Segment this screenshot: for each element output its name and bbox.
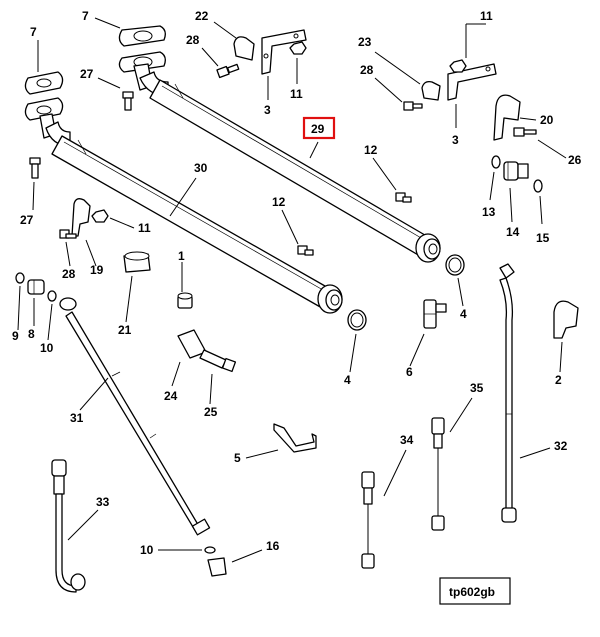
- callout-14: 14: [506, 225, 520, 239]
- spacer-1: [177, 292, 193, 309]
- callout-3a: 3: [264, 103, 271, 117]
- bolt-27a: [122, 91, 134, 111]
- clamp-23: [421, 80, 441, 101]
- bolt-28b: [403, 101, 423, 111]
- bolt-28c: [59, 229, 77, 239]
- callout-6: 6: [406, 365, 413, 379]
- bolt-25: [199, 349, 237, 373]
- callout-20: 20: [540, 113, 554, 127]
- o-ring-15: [533, 179, 543, 193]
- callout-2: 2: [555, 373, 562, 387]
- callout-15: 15: [536, 231, 550, 245]
- nut-11c: [91, 209, 109, 223]
- callout-9: 9: [12, 329, 19, 343]
- bracket-20: [493, 94, 521, 141]
- figure-code: tp602gb: [449, 585, 495, 599]
- hose-31: [59, 297, 211, 536]
- callout-3b: 3: [452, 133, 459, 147]
- fitting-6: [423, 299, 447, 329]
- callout-28a: 28: [186, 33, 200, 47]
- fitting-35: [431, 417, 445, 531]
- callout-16: 16: [266, 539, 280, 553]
- callout-10b: 10: [140, 543, 154, 557]
- nut-21: [123, 251, 151, 273]
- callout-33: 33: [96, 495, 110, 509]
- screw-12a: [395, 192, 412, 203]
- callout-30: 30: [194, 161, 208, 175]
- callout-24: 24: [164, 389, 178, 403]
- callout-25: 25: [204, 405, 218, 419]
- callout-labels: 7 7 22 28 11 3 27 11 23 28 3 20 26 29 12…: [12, 9, 582, 557]
- o-ring-10a: [47, 290, 57, 302]
- bolt-28a: [216, 63, 240, 79]
- callout-8: 8: [28, 327, 35, 341]
- upper-tube-29: [118, 25, 465, 276]
- o-ring-9: [15, 272, 25, 284]
- callout-34: 34: [400, 433, 414, 447]
- fitting-14: [503, 161, 529, 181]
- highlight-box-29: [302, 116, 336, 140]
- fitting-34: [361, 471, 375, 569]
- callout-28c: 28: [62, 267, 76, 281]
- bolt-27b: [29, 157, 41, 179]
- callout-35: 35: [470, 381, 484, 395]
- nut-11a: [289, 41, 307, 55]
- callout-21: 21: [118, 323, 132, 337]
- callout-12b: 12: [272, 195, 286, 209]
- callout-32: 32: [554, 439, 568, 453]
- callout-19: 19: [90, 263, 104, 277]
- o-ring-10b: [204, 546, 216, 554]
- callout-22: 22: [195, 9, 209, 23]
- callout-11a: 11: [290, 87, 303, 101]
- callout-1: 1: [178, 249, 185, 263]
- callout-12a: 12: [364, 143, 378, 157]
- hose-32: [499, 263, 517, 523]
- bracket-3a: [261, 29, 307, 75]
- callout-27a: 27: [80, 67, 94, 81]
- callout-29: 29: [311, 122, 325, 136]
- callout-23: 23: [358, 35, 372, 49]
- callout-27b: 27: [20, 213, 34, 227]
- fitting-8: [27, 279, 45, 295]
- o-ring-13: [491, 155, 501, 169]
- callout-5: 5: [234, 451, 241, 465]
- callout-26: 26: [568, 153, 582, 167]
- figure-code-box: tp602gb: [439, 577, 511, 605]
- callout-10a: 10: [40, 341, 54, 355]
- clamp-22: [233, 36, 255, 61]
- cap-16: [207, 557, 227, 577]
- callout-11b: 11: [480, 9, 493, 23]
- callout-4b: 4: [344, 373, 351, 387]
- callout-28b: 28: [360, 63, 374, 77]
- leader-lines: [17, 17, 567, 563]
- callout-7a: 7: [82, 9, 89, 23]
- clamp-2: [553, 300, 579, 339]
- callout-13: 13: [482, 205, 496, 219]
- callout-7b: 7: [30, 25, 37, 39]
- bracket-5: [273, 423, 317, 453]
- bracket-3b: [447, 63, 497, 101]
- callout-4a: 4: [460, 307, 467, 321]
- callout-31: 31: [70, 411, 84, 425]
- bracket-19: [71, 198, 91, 237]
- nut-11b: [449, 59, 467, 73]
- callout-11c: 11: [138, 221, 151, 235]
- screw-26: [513, 127, 537, 137]
- lower-tube-30: [24, 71, 367, 331]
- screw-12b: [297, 245, 314, 256]
- hose-33: [51, 459, 86, 593]
